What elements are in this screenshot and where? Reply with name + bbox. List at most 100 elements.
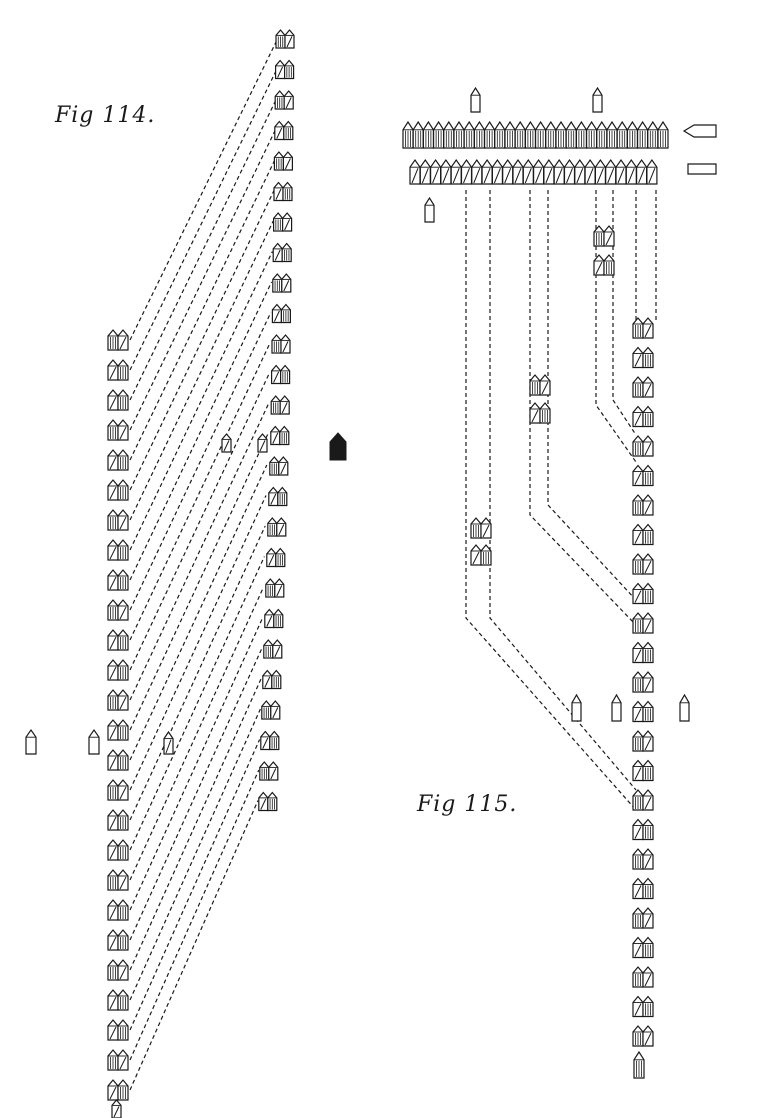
file-marker-left	[632, 671, 644, 693]
file-marker-right	[117, 749, 129, 771]
echelon-file-pair	[265, 578, 285, 598]
rear-rank-marker	[502, 158, 514, 185]
file-marker-left	[275, 29, 286, 49]
file-marker-left	[272, 242, 283, 263]
file-marker-right	[603, 254, 615, 276]
echelon-file-pair	[268, 486, 288, 507]
wheel-path	[129, 251, 273, 551]
front-rank-marker	[606, 120, 618, 149]
front-rank-marker	[565, 120, 577, 149]
rear-rank-marker	[543, 158, 555, 185]
column-file-pair	[632, 464, 654, 487]
file-marker-left	[593, 225, 605, 247]
column-file-pair	[107, 869, 129, 891]
file-marker-left	[266, 547, 277, 568]
file-marker-right	[279, 425, 290, 446]
rear-rank-marker	[471, 158, 483, 185]
wheel-path	[129, 586, 265, 881]
figure-114-caption: Fig 114.	[55, 103, 156, 128]
file-marker-left	[107, 359, 119, 381]
front-rank-marker	[504, 120, 516, 149]
column-file-pair	[107, 749, 129, 771]
file-marker-left	[107, 389, 119, 411]
file-marker-right	[117, 329, 129, 351]
section-file-pair	[529, 374, 551, 396]
guide-marker	[611, 693, 622, 722]
file-marker-right	[642, 435, 654, 457]
file-marker-right	[282, 151, 293, 171]
file-marker-left	[258, 791, 269, 812]
echelon-file-pair	[264, 608, 284, 629]
file-marker-right	[275, 547, 286, 568]
file-marker-left	[470, 517, 482, 539]
figure-114	[25, 29, 347, 1118]
wheel-path	[129, 495, 267, 791]
file-marker-right	[281, 273, 292, 293]
front-rank-marker	[412, 120, 424, 149]
column-file-pair	[632, 671, 654, 693]
file-marker-left	[269, 456, 280, 476]
file-marker-left	[273, 181, 284, 202]
column-file-pair	[107, 509, 129, 531]
wheel-path	[129, 617, 264, 911]
file-marker-right	[117, 689, 129, 711]
file-marker-left	[107, 1049, 119, 1071]
echelon-file-pair	[274, 120, 294, 141]
pointer-marker	[682, 124, 717, 138]
rear-rank-marker	[553, 158, 565, 185]
file-marker-left	[107, 569, 119, 591]
wheel-path	[129, 647, 263, 941]
rear-rank-marker	[574, 158, 586, 185]
file-marker-left	[107, 779, 119, 801]
file-marker-left	[632, 641, 644, 664]
column-file-pair	[632, 789, 654, 811]
front-rank-marker	[616, 120, 628, 149]
front-rank-marker	[524, 120, 536, 149]
flank-guide-marker	[25, 728, 37, 755]
column-file-pair	[107, 449, 129, 471]
rear-guide-marker	[633, 1050, 645, 1079]
echelon-file-pair	[272, 242, 292, 263]
wheel-path	[129, 312, 272, 611]
file-marker-left	[260, 730, 271, 751]
file-marker-right	[539, 374, 551, 396]
file-marker-left	[107, 659, 119, 681]
front-rank-marker	[443, 120, 455, 149]
file-marker-right	[272, 639, 283, 659]
file-marker-left	[270, 425, 281, 446]
file-marker-left	[470, 544, 482, 566]
echelon-file-pair	[262, 669, 282, 690]
column-file-pair	[107, 719, 129, 741]
column-file-pair	[107, 569, 129, 591]
file-marker-right	[642, 612, 654, 634]
front-rank-marker	[626, 120, 638, 149]
column-file-pair	[632, 936, 654, 959]
column-file-pair	[632, 317, 654, 339]
rear-rank-marker	[430, 158, 442, 185]
file-marker-right	[279, 395, 290, 415]
file-marker-left	[275, 59, 286, 80]
wheel-path	[129, 68, 278, 371]
file-marker-right	[117, 929, 129, 951]
file-marker-left	[259, 761, 270, 781]
rear-rank-marker	[481, 158, 493, 185]
file-marker-right	[642, 818, 654, 841]
file-marker-right	[117, 899, 129, 921]
file-marker-right	[642, 789, 654, 811]
file-marker-right	[274, 578, 285, 598]
column-file-pair	[632, 553, 654, 575]
front-rank-marker	[463, 120, 475, 149]
column-file-pair	[632, 759, 654, 782]
column-file-pair	[632, 435, 654, 457]
file-marker-left	[632, 435, 644, 457]
echelon-file-pair	[272, 273, 292, 293]
file-marker-right	[283, 120, 294, 141]
front-rank-marker	[586, 120, 598, 149]
front-rank-marker	[494, 120, 506, 149]
section-file-pair	[529, 402, 551, 424]
file-marker-right	[117, 479, 129, 501]
column-file-pair	[632, 612, 654, 634]
front-rank-marker	[402, 120, 414, 149]
column-file-pair	[107, 959, 129, 981]
file-marker-left	[107, 449, 119, 471]
